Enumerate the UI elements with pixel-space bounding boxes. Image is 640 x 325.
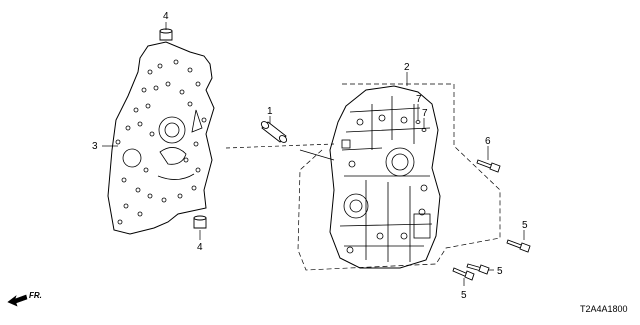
callout-bolt-upper: 6: [485, 136, 491, 147]
callout-bolt-middle: 5: [497, 266, 503, 277]
callout-bolt-right: 5: [522, 220, 528, 231]
plate-holes: [115, 59, 207, 225]
callout-orifice-b: 7: [422, 108, 428, 119]
bolt-right[interactable]: [506, 239, 531, 253]
leader-lines: [102, 22, 525, 286]
bolt-upper[interactable]: [476, 159, 501, 173]
callout-dowel-bottom: 4: [197, 242, 203, 253]
callout-orifice-a: 7: [416, 94, 422, 105]
callout-dowel-top: 4: [163, 11, 169, 22]
valve-body-details: [339, 96, 433, 262]
orifice-b[interactable]: [421, 128, 427, 132]
callout-valve-body: 2: [404, 62, 410, 73]
callout-bolt-lower: 5: [461, 290, 467, 301]
bolt-lower[interactable]: [452, 267, 475, 281]
callout-labels: 3 4 4 1 2 7 7 6 5 5 5: [92, 11, 528, 301]
bolt-middle[interactable]: [466, 263, 490, 275]
front-direction-arrow: FR.: [7, 291, 42, 307]
dowel-pin-bottom[interactable]: [193, 215, 207, 229]
front-label: FR.: [29, 291, 42, 300]
dowel-pin-top[interactable]: [159, 28, 173, 41]
catalog-code: T2A4A1800: [580, 304, 628, 314]
assembly-outline: [297, 83, 501, 271]
pin-part[interactable]: [260, 120, 288, 144]
separator-plate[interactable]: [107, 41, 215, 235]
callout-plate-left: 3: [92, 141, 98, 152]
orifice-a[interactable]: [415, 120, 421, 124]
arrow-icon: [7, 294, 28, 307]
callout-pin: 1: [267, 106, 273, 117]
